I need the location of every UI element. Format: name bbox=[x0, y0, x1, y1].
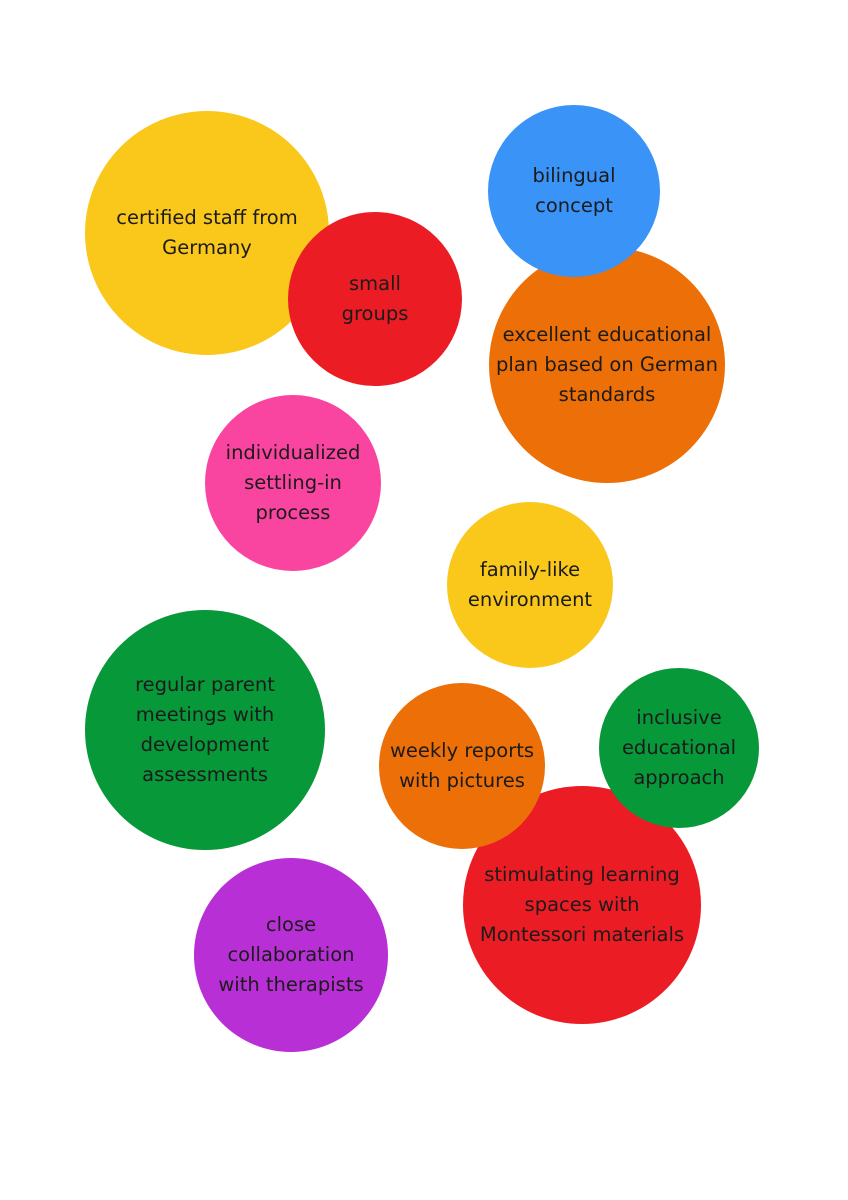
bubble-label-line: plan based on German bbox=[496, 353, 718, 376]
bubble-label-line: certified staff from bbox=[116, 206, 298, 229]
bubble-label-line: small bbox=[349, 272, 401, 295]
bubble-label-line: inclusive bbox=[636, 706, 722, 729]
bubble-weekly-reports: weekly reports with pictures bbox=[379, 683, 545, 849]
bubble-label-line: individualized bbox=[225, 441, 361, 464]
bubble-bilingual-concept: bilingual concept bbox=[488, 105, 660, 277]
bubble-label-line: Germany bbox=[162, 236, 252, 259]
bubble-label-line: standards bbox=[558, 383, 656, 406]
bubble-label-line: Montessori materials bbox=[479, 923, 685, 946]
bubble-label-line: collaboration bbox=[227, 943, 355, 966]
bubble-label-line: with pictures bbox=[399, 769, 525, 792]
bubble-label-line: bilingual bbox=[532, 164, 616, 187]
bubble-label-line: family-like bbox=[479, 558, 581, 581]
bubble-label-line: spaces with bbox=[524, 893, 640, 916]
bubble-label-line: process bbox=[255, 501, 331, 524]
bubble-label-line: approach bbox=[633, 766, 725, 789]
bubble-label-line: educational bbox=[621, 736, 737, 759]
bubble-label-line: excellent educational bbox=[502, 323, 712, 346]
bubble-parent-meetings: regular parent meetings with development as… bbox=[85, 610, 325, 850]
bubble-label-line: with therapists bbox=[218, 973, 364, 996]
bubble-educational-plan: excellent educational plan based on Germa… bbox=[489, 247, 725, 483]
bubble-label-line: meetings with bbox=[135, 703, 275, 726]
bubble-label-line: close bbox=[265, 913, 317, 936]
bubble-therapists: close collaboration with therapists bbox=[194, 858, 388, 1052]
bubble-label-line: environment bbox=[467, 588, 593, 611]
bubble-label-line: regular parent bbox=[135, 673, 275, 696]
bubble-label-line: settling-in bbox=[244, 471, 342, 494]
bubble-inclusive-approach: inclusive educational approach bbox=[599, 668, 759, 828]
bubble-family-like: family-like environment bbox=[447, 502, 613, 668]
bubble-small-groups: small groups bbox=[288, 212, 462, 386]
bubble-label-line: assessments bbox=[142, 763, 268, 786]
bubble-label-line: weekly reports bbox=[389, 739, 535, 762]
bubble-settling-in: individualized settling-in process bbox=[205, 395, 381, 571]
bubble-label-line: development bbox=[140, 733, 270, 756]
bubble-label-line: concept bbox=[535, 194, 613, 217]
bubble-label-line: stimulating learning bbox=[484, 863, 680, 886]
bubble-label-line: groups bbox=[341, 302, 409, 325]
